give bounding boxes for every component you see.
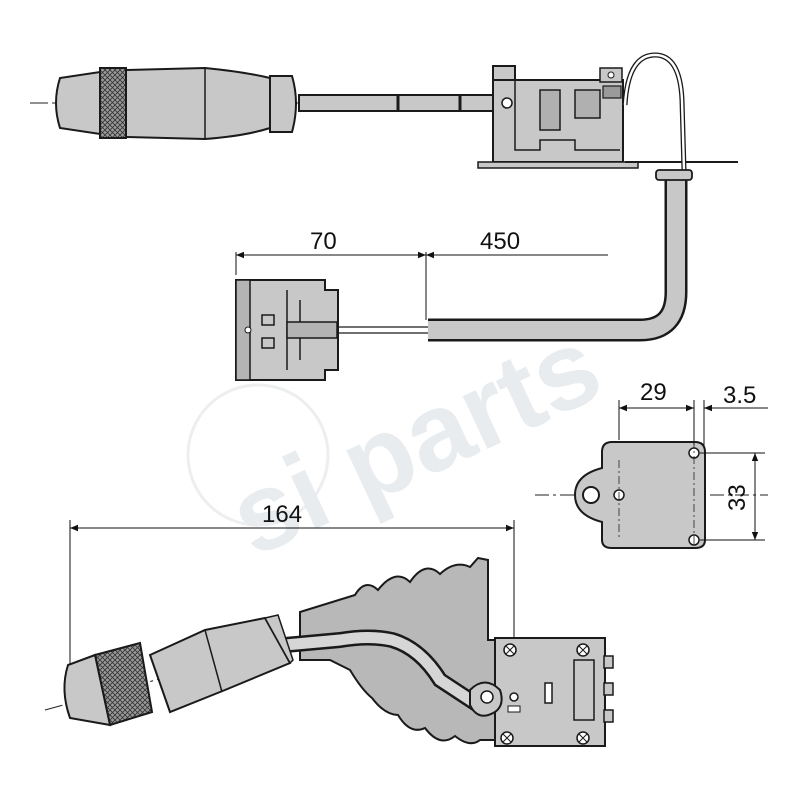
top-view-switch: [30, 52, 738, 171]
dim-cable-length: 450: [480, 228, 520, 255]
dimension-cable: 70 450: [235, 228, 608, 320]
rubber-boot: [299, 556, 496, 745]
dim-connector-length: 70: [310, 228, 337, 255]
dim-mount-width: 29: [640, 379, 667, 406]
plug-connector: [235, 279, 339, 381]
knurled-ring: [99, 67, 127, 139]
dim-lever-length: 164: [262, 501, 302, 528]
dimension-flange: 29 3.5 33: [618, 379, 768, 541]
switch-body-bottom: [469, 637, 614, 747]
cable-assembly: [235, 169, 693, 381]
switch-body-top: [492, 65, 624, 163]
bottom-view-switch: 164: [44, 501, 614, 747]
mounting-flange: [535, 440, 768, 552]
dim-mount-height: 33: [724, 484, 751, 511]
dim-mount-offset: 3.5: [723, 382, 756, 409]
